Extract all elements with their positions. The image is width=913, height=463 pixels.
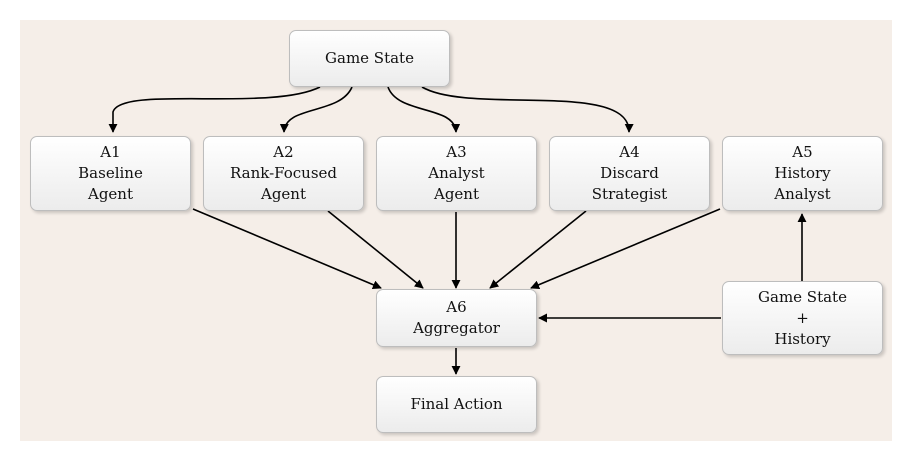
node-label-line: A1 bbox=[100, 143, 121, 161]
node-label-line: Discard bbox=[600, 164, 659, 182]
node-label-line: Aggregator bbox=[413, 319, 500, 337]
node-label-line: A2 bbox=[273, 143, 294, 161]
edge-game-state-to-a1 bbox=[108, 86, 321, 133]
edge-game-state-to-a4 bbox=[421, 86, 634, 133]
node-label-line: Baseline bbox=[78, 164, 143, 182]
node-label-line: Rank-Focused bbox=[230, 164, 337, 182]
node-label-line: A4 bbox=[619, 143, 640, 161]
edge-a5-to-a6 bbox=[530, 208, 721, 290]
node-label-line: History bbox=[774, 164, 831, 182]
node-label-line: Game State bbox=[758, 287, 847, 306]
node-label-line: A5 bbox=[792, 143, 813, 161]
node-label-line: Agent bbox=[261, 185, 306, 203]
node-final-action: Final Action bbox=[376, 376, 537, 433]
node-label-line: History bbox=[774, 329, 831, 348]
node-game-state-plus-history: Game State + History bbox=[722, 281, 883, 355]
edge-game-state-to-a2 bbox=[279, 86, 353, 133]
edge-game-state-to-a3 bbox=[387, 86, 461, 133]
edge-a1-to-a6 bbox=[192, 208, 382, 290]
node-label-line: Final Action bbox=[410, 395, 503, 413]
node-label-line: Analyst bbox=[774, 185, 831, 203]
edge-a4-to-a6 bbox=[489, 210, 587, 289]
node-label-line: A3 bbox=[446, 143, 467, 161]
node-game-state: Game State bbox=[289, 30, 450, 87]
node-label-line: A6 bbox=[446, 298, 467, 316]
node-label-line: Analyst bbox=[428, 164, 485, 182]
node-label-line: Strategist bbox=[591, 185, 668, 203]
node-label-line: Agent bbox=[88, 185, 133, 203]
edge-a2-to-a6 bbox=[327, 210, 424, 289]
node-label-line: Agent bbox=[434, 185, 479, 203]
node-label-line: Game State bbox=[325, 49, 414, 67]
node-label-line: + bbox=[796, 308, 809, 327]
